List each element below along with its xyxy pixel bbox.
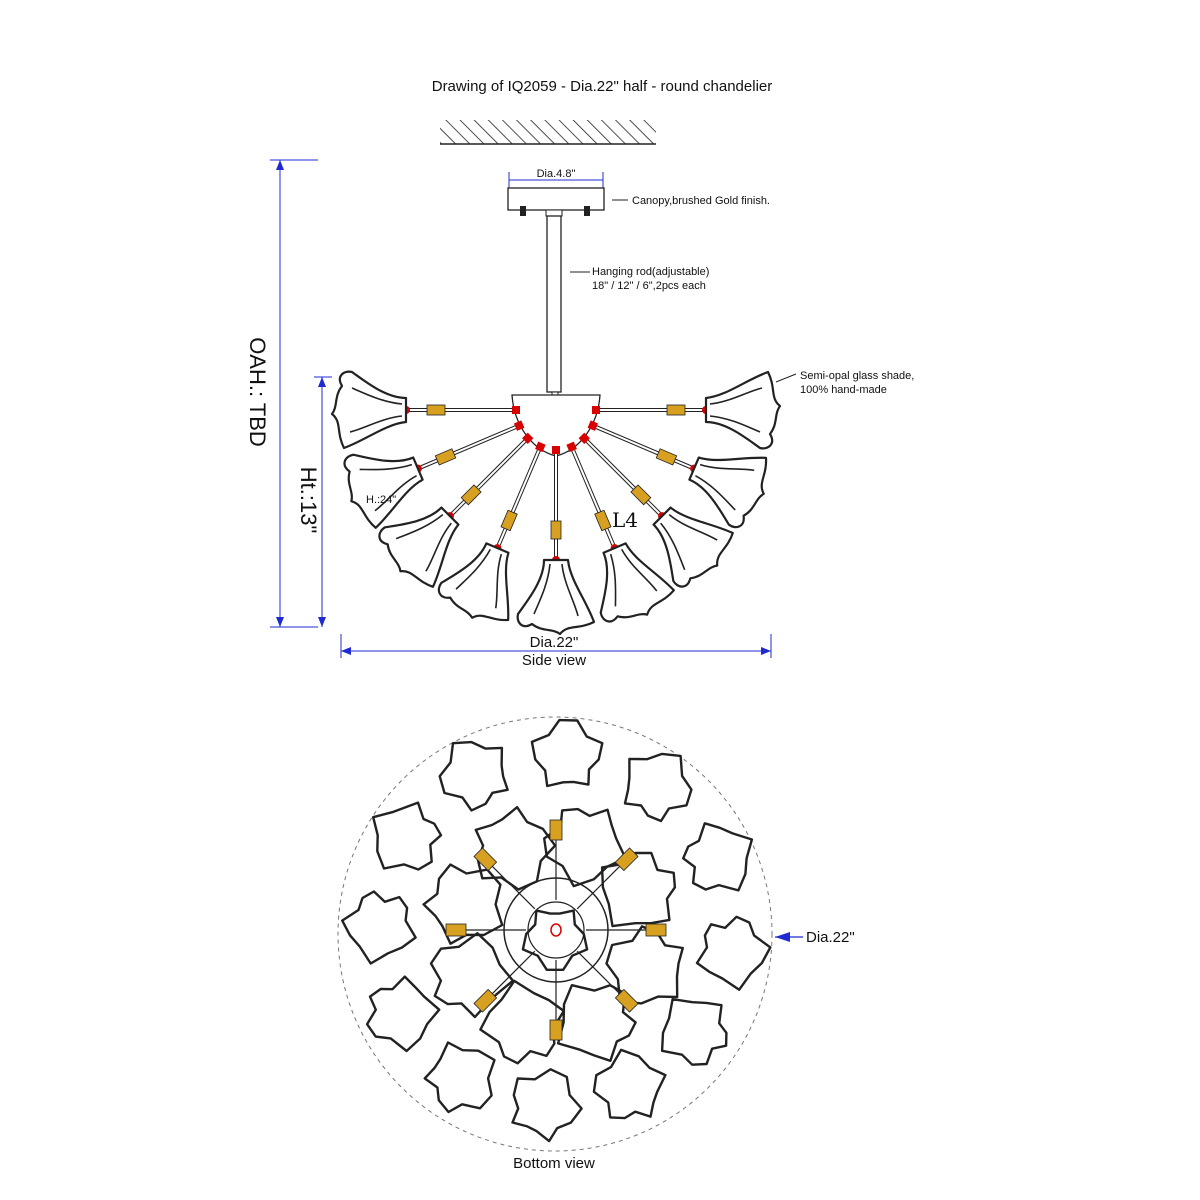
shade-outline-21 [695,915,772,991]
bottom-arm-8 [473,847,536,910]
arm-4 [493,441,546,553]
bottom-view: Dia.22" Bottom view [337,716,855,1172]
shade-outline-15 [341,890,417,965]
bottom-arm-6 [473,950,536,1013]
canopy-note: Canopy,brushed Gold finish. [632,195,770,207]
rod-note-line2: 18" / 12" / 6",2pcs each [592,280,706,292]
shade-outline-13 [423,1041,496,1114]
arm-6 [566,441,619,553]
bottom-view-label: Bottom view [513,1155,595,1172]
oah-dimension: OAH.: TBD [245,159,318,628]
shade-note-line1: Semi-opal glass shade, [800,370,914,382]
side-view: Dia.4.8" Canopy,brushed Gold finish. Han… [245,159,914,669]
shade-outline-4 [479,979,565,1065]
shade-outline-5 [429,932,515,1019]
canopy-dimension: Dia.4.8" [508,168,604,188]
shade-outline-1 [521,909,589,971]
arm-3 [445,432,534,521]
arm-2 [413,420,525,473]
glass-shade-7 [652,506,734,588]
shade-outline-3 [556,984,637,1062]
canopy [507,187,605,217]
shade-outline-9 [600,851,677,928]
bottom-arm-3 [586,923,667,937]
shade-outline-14 [365,975,441,1053]
bottom-arm-2 [576,847,639,910]
canopy-dimension-label: Dia.4.8" [537,168,576,180]
shade-outline-12 [511,1068,583,1143]
lamp-label: L4 [612,508,638,532]
diameter-label: Dia.22" [530,634,579,651]
bottom-diameter-label: Dia.22" [806,929,855,946]
shade-outline-10 [660,998,728,1066]
bottom-arm-7 [445,923,526,937]
ceiling-hatch [440,120,656,145]
bottom-arm-5 [549,960,563,1041]
glass-shade-5 [516,558,596,636]
shade-note-line2: 100% hand-made [800,384,887,396]
rod-note-line1: Hanging rod(adjustable) [592,266,709,278]
outline-circle [337,716,773,1152]
glass-shade-8 [688,456,768,529]
drawing-title: Drawing of IQ2059 - Dia.22" half - round… [432,78,773,95]
small-dimension-label: H.:24" [366,494,396,506]
glass-shade-4 [437,542,510,622]
glass-shades-top [341,718,772,1143]
diameter-dimension: Dia.22" [340,634,772,658]
height-label: Ht.:13" [296,467,321,534]
glass-shade-9 [704,370,782,450]
shade-outline-20 [682,822,754,892]
glass-shade-3 [378,506,460,588]
arm-7 [578,432,667,521]
glass-shade-6 [599,542,675,623]
bottom-arm-4 [576,950,639,1013]
oah-label: OAH.: TBD [245,337,270,447]
shade-outline-17 [438,740,509,812]
glass-shade-1 [330,370,408,450]
shade-outline-2 [605,925,684,1005]
glass-shade-2 [343,453,424,529]
shade-outline-7 [474,806,557,891]
side-view-label: Side view [522,652,586,669]
shade-outline-19 [623,752,693,823]
shade-outline-18 [530,718,604,788]
shades-group [330,370,782,636]
arm-1 [402,404,520,416]
arm-5 [550,446,562,564]
bottom-arm-1 [549,819,563,900]
arm-8 [587,420,699,473]
hanging-rod [546,215,562,413]
arm-9 [592,404,710,416]
height-dimension: Ht.:13" [296,376,332,627]
shade-outline-16 [372,801,443,871]
shade-outline-11 [592,1048,667,1120]
bottom-arms-group [445,819,667,1041]
bottom-diameter-pointer: Dia.22" [775,929,855,946]
